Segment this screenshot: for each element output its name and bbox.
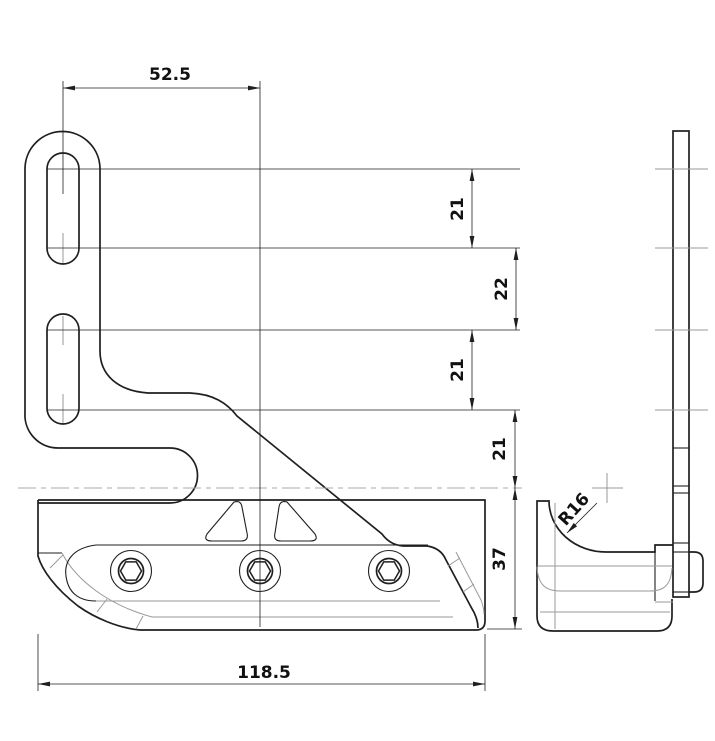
centerlines: [18, 168, 708, 503]
dim-v2-label: 22: [492, 277, 512, 301]
side-foot-band-curve: [536, 566, 673, 592]
dim-radius-label: R16: [555, 489, 594, 530]
front-pocket-outline: [65, 544, 97, 602]
front-base-outline: [37, 499, 486, 631]
bolt-left: [109, 549, 153, 593]
dim-v5-label: 37: [490, 547, 510, 571]
front-chamfer-inner-edge: [61, 552, 153, 618]
front-gusset-outline: [99, 350, 479, 629]
bolt-right: [367, 549, 411, 593]
side-bolt-head: [689, 551, 704, 593]
dim-v4-label: 21: [490, 437, 510, 461]
front-triangle-cutout-left: [205, 501, 248, 542]
front-triangle-cutout-right: [274, 501, 317, 542]
side-foot-outline: [536, 500, 673, 632]
dimensions: 52.5 21 22 21 21 37 118.5 R16: [37, 65, 598, 691]
dim-v3-label: 21: [448, 358, 468, 382]
front-chamfer-tick-3: [135, 615, 144, 630]
front-right-chamfer-tick-2: [462, 583, 475, 593]
front-tongue-outline: [24, 412, 199, 504]
radius-leader-line: [566, 502, 598, 534]
side-plate: [672, 130, 690, 598]
front-arm-outline: [24, 130, 101, 413]
dim-v1-label: 21: [448, 197, 468, 221]
front-chamfer-tick-1: [49, 554, 64, 569]
dim-top-width-label: 52.5: [149, 65, 191, 85]
crosshair-mark: [592, 473, 623, 503]
dim-bottom-width-label: 118.5: [237, 663, 291, 683]
front-right-chamfer-tick-1: [447, 557, 461, 567]
front-view: [24, 130, 486, 631]
front-right-chamfer-inner: [455, 551, 485, 615]
side-view: [536, 130, 704, 632]
front-slot-lower: [46, 313, 80, 425]
